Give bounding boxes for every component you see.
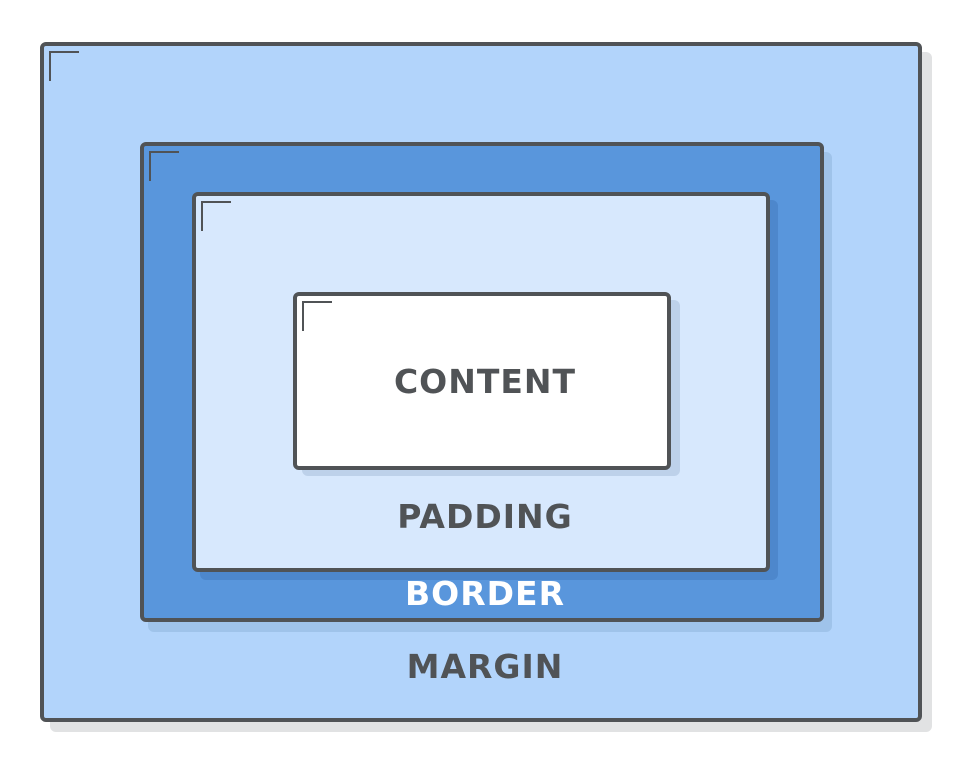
margin-corner-mark <box>49 51 79 81</box>
margin-label: MARGIN <box>406 647 564 686</box>
content-label: CONTENT <box>393 362 577 401</box>
padding-label: PADDING <box>397 497 573 536</box>
border-corner-mark <box>149 151 179 181</box>
padding-corner-mark <box>201 201 231 231</box>
border-label: BORDER <box>405 574 565 613</box>
content-corner-mark <box>302 301 332 331</box>
content-box <box>293 292 671 470</box>
